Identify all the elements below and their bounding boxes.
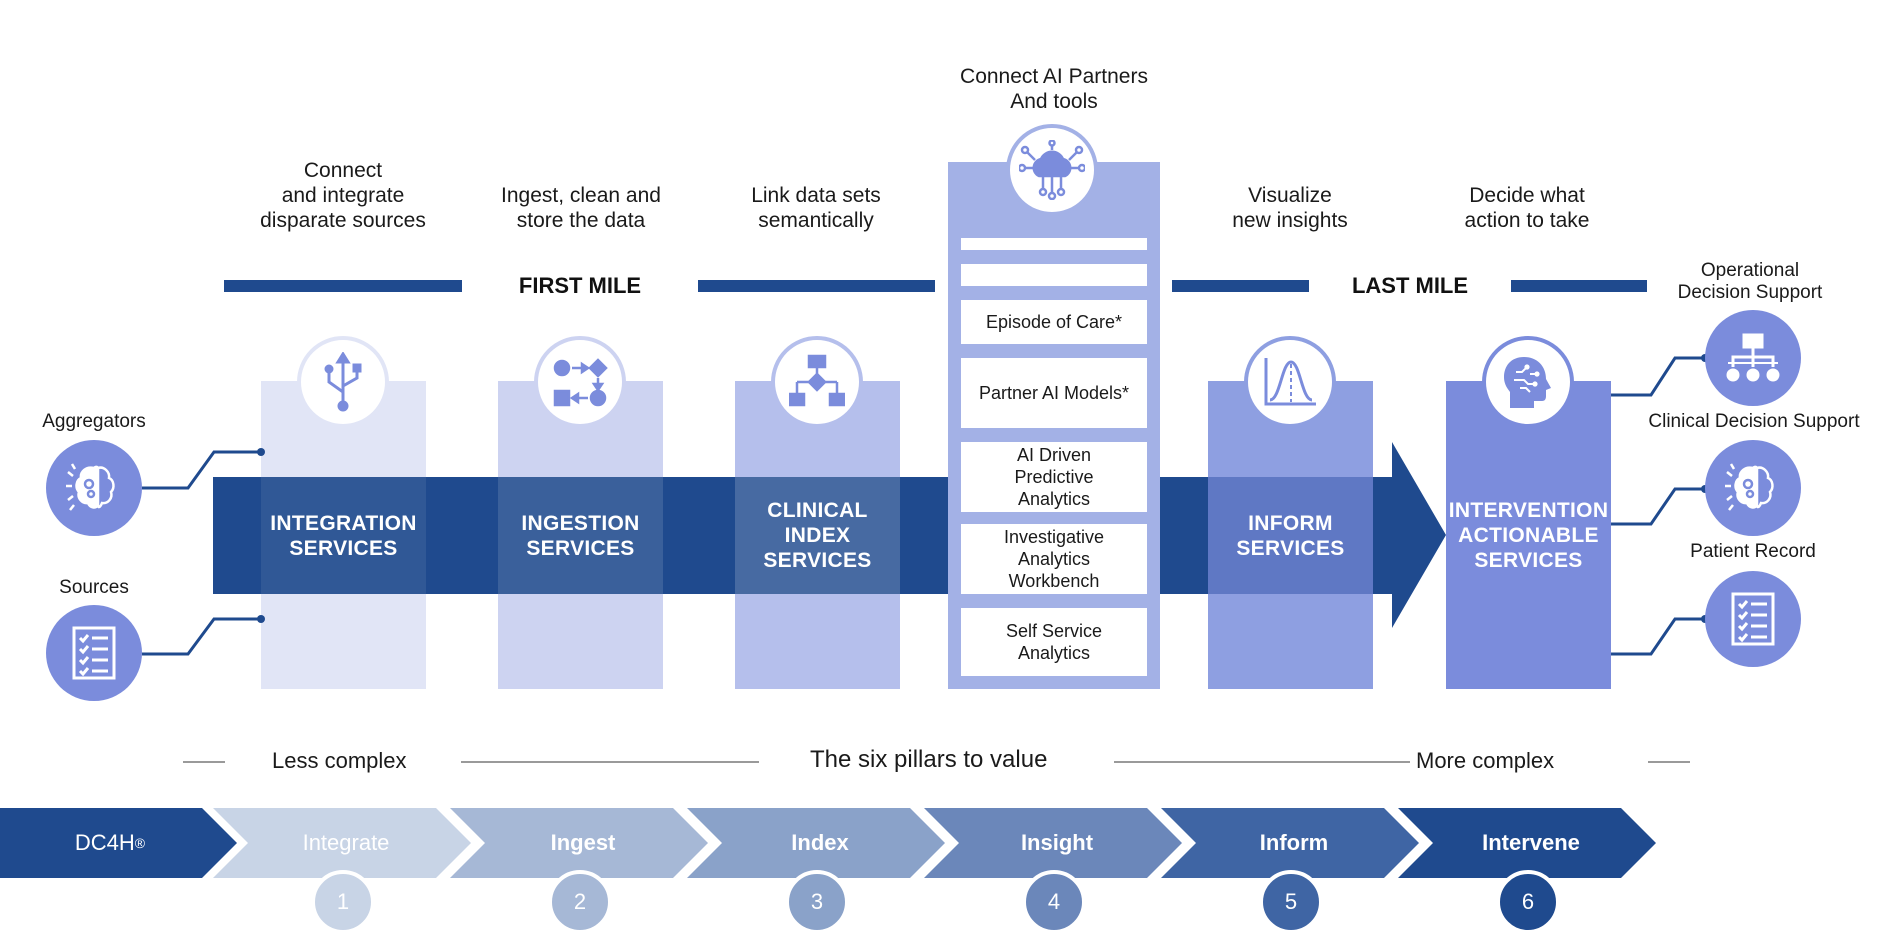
pillar-intervention-overlay	[1446, 381, 1611, 689]
ai-box-predictive-analytics: AI Driven Predictive Analytics	[961, 442, 1147, 512]
scale-line-4	[1648, 761, 1690, 763]
last-mile-label: LAST MILE	[1351, 273, 1469, 298]
ai-box-blank-1	[961, 238, 1147, 250]
ai-box-episode-of-care: Episode of Care*	[961, 300, 1147, 344]
ai-box-blank-2	[961, 264, 1147, 286]
caption-ingest: Ingest, clean and store the data	[501, 184, 661, 232]
brain-gears-icon	[1705, 440, 1801, 536]
caption-index: Link data sets semantically	[751, 184, 881, 232]
flow-step-intervene: Intervene	[1482, 830, 1580, 855]
label-intervention-services: INTERVENTION ACTIONABLE SERVICES	[1448, 499, 1609, 572]
step-number-6: 6	[1496, 870, 1560, 934]
ai-box-self-service-analytics: Self Service Analytics	[961, 608, 1147, 676]
scale-line-2	[461, 761, 759, 763]
aggregators-label: Aggregators	[42, 411, 146, 432]
flow-step-integrate: Integrate	[302, 830, 390, 855]
cloud-network-icon	[1006, 124, 1098, 216]
checklist-icon	[1705, 571, 1801, 667]
flow-brand-dc4h: DC4H®	[0, 813, 220, 873]
operational-decision-support-label: Operational Decision Support	[1677, 260, 1823, 303]
caption-inform: Visualize new insights	[1232, 184, 1348, 232]
label-ingestion-services: INGESTION SERVICES	[521, 511, 640, 560]
flow-step-insight: Insight	[1020, 830, 1094, 855]
first-mile-bar-left	[224, 280, 462, 292]
first-mile-label: FIRST MILE	[518, 273, 642, 298]
sources-label: Sources	[59, 577, 129, 598]
last-mile-bar-left	[1172, 280, 1309, 292]
brain-gears-icon	[46, 440, 142, 536]
ai-box-analytics-workbench: Investigative Analytics Workbench	[961, 524, 1147, 594]
brand-text: DC4H	[74, 830, 135, 855]
hierarchy-icon	[1705, 310, 1801, 406]
label-clinical-index-services: CLINICAL INDEX SERVICES	[763, 499, 872, 572]
usb-icon	[297, 336, 389, 428]
label-inform-services: INFORM SERVICES	[1236, 511, 1345, 560]
flow-step-ingest: Ingest	[550, 830, 616, 855]
step-number-1: 1	[311, 870, 375, 934]
bell-curve-chart-icon	[1244, 336, 1336, 428]
step-number-5: 5	[1259, 870, 1323, 934]
step-number-3: 3	[785, 870, 849, 934]
workflow-shapes-icon	[534, 336, 626, 428]
caption-ai: Connect AI Partners And tools	[960, 65, 1148, 113]
patient-record-label: Patient Record	[1690, 541, 1816, 562]
clinical-decision-support-label: Clinical Decision Support	[1648, 411, 1860, 432]
scale-line-3	[1114, 761, 1410, 763]
caption-intervene: Decide what action to take	[1464, 184, 1590, 232]
flow-step-index: Index	[791, 830, 849, 855]
caption-integrate: Connect and integrate disparate sources	[260, 159, 426, 232]
ai-box-partner-ai-models: Partner AI Models*	[961, 358, 1147, 428]
flowchart-icon	[771, 336, 863, 428]
step-number-4: 4	[1022, 870, 1086, 934]
six-pillars-label: The six pillars to value	[810, 746, 1048, 773]
last-mile-bar-right	[1511, 280, 1647, 292]
checklist-icon	[46, 605, 142, 701]
less-complex-label: Less complex	[272, 748, 407, 773]
label-integration-services: INTEGRATION SERVICES	[270, 511, 417, 560]
more-complex-label: More complex	[1416, 748, 1555, 773]
head-circuit-icon	[1482, 336, 1574, 428]
flow-step-inform: Inform	[1259, 830, 1329, 855]
first-mile-bar-right	[698, 280, 935, 292]
scale-line-1	[183, 761, 225, 763]
brand-registered-mark: ®	[134, 835, 146, 851]
step-number-2: 2	[548, 870, 612, 934]
